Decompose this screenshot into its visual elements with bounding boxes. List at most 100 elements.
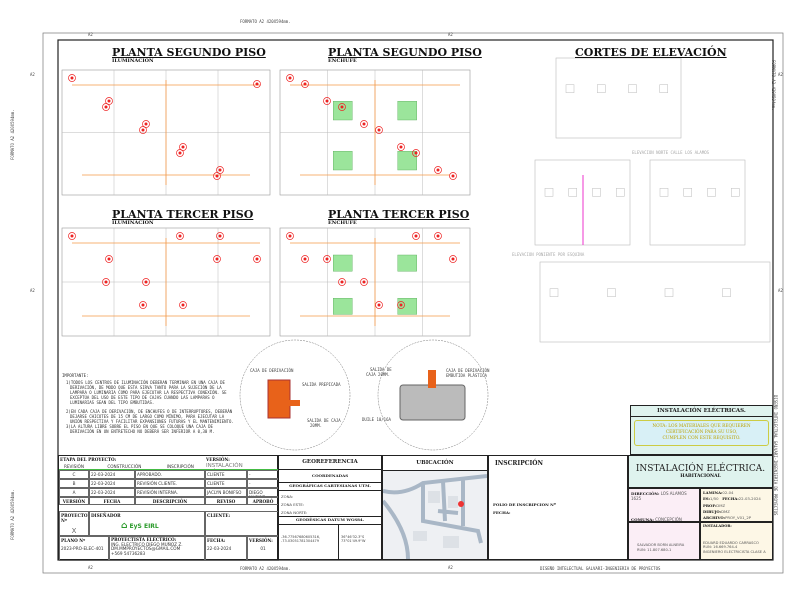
circuit-wiring xyxy=(72,80,260,185)
elevation-side-label: ELEVACION PONIENTE POR ESQUINA xyxy=(512,252,585,257)
elevations-title: CORTES DE ELEVACIÓN xyxy=(575,46,727,59)
top-format-label: FORMATO A2 420X594mm. xyxy=(240,19,291,24)
light-symbol-icon xyxy=(176,232,184,240)
light-symbol-icon xyxy=(216,166,224,174)
plan-number-label: PLANO Nº xyxy=(61,538,86,543)
socket-symbol-icon xyxy=(360,278,368,286)
symbol-dot xyxy=(362,122,366,126)
detail-label: CAJA DE DERIVACIÓN xyxy=(446,368,490,373)
plan-3-light-subtitle: ILUMINACION xyxy=(112,220,154,226)
note-line: 1)TODOS LOS CENTROS DE ILUMINACIÓN DEBER… xyxy=(66,380,225,385)
revision-header: VERSIÓN xyxy=(59,497,89,505)
plan-3-socket-title: PLANTA TERCER PISO xyxy=(328,208,470,221)
detail-label: CAJA 20MM. xyxy=(366,372,391,377)
datum-label: GEODÉSICAS DATUM WGS84. xyxy=(279,517,381,525)
revision-header: FECHA xyxy=(89,497,135,505)
bathroom-area xyxy=(397,151,417,171)
decimal-coords: -36.77567680605316,-73.03051781304479 xyxy=(279,525,339,559)
sheet-info-panel: LAMINA:02-04 ES:1/50 FECHA:22-03-2024 PR… xyxy=(700,488,773,522)
folio-label: FOLIO DE INSCRIPCION Nº xyxy=(493,502,556,507)
symbol-dot xyxy=(178,234,182,238)
commune-value: CONCEPCIÓN xyxy=(655,517,682,522)
light-symbol-icon xyxy=(68,74,76,82)
socket-symbol-icon xyxy=(375,126,383,134)
designer-label: DISEÑADOR xyxy=(91,513,121,518)
note-line: LAMPARA O LUMINARIA COMO PARA EJECUTAR L… xyxy=(70,390,227,395)
version-number: 01 xyxy=(260,546,266,551)
socket-symbol-icon xyxy=(434,166,442,174)
title-panel: INSTALACIÓN ELÉCTRICA. HABITACIONAL xyxy=(628,455,773,488)
left-format-label: FORMATO A2 420X594mm. xyxy=(10,109,15,160)
symbol-dot xyxy=(451,174,455,178)
company-logo: ⌂ EyS EIRL xyxy=(121,521,159,531)
symbol-dot xyxy=(399,303,403,307)
socket-symbol-icon xyxy=(360,120,368,128)
socket-symbol-icon xyxy=(286,232,294,240)
symbol-dot xyxy=(377,128,381,132)
bathroom-area xyxy=(397,101,417,121)
socket-symbol-icon xyxy=(323,255,331,263)
light-symbol-icon xyxy=(213,255,221,263)
symbol-dot xyxy=(340,280,344,284)
revision-cell: DIEGO MUÑOZ xyxy=(247,488,279,497)
window xyxy=(731,188,740,197)
stage-revision[interactable]: REVISIÓN xyxy=(64,464,84,469)
version-value: INSTALACIÓN ELÉCTRICAS xyxy=(205,462,279,470)
coords-label: COORDENADAS xyxy=(279,470,381,483)
symbol-dot xyxy=(340,105,344,109)
window xyxy=(659,188,669,197)
drawing-subtitle: HABITACIONAL xyxy=(680,474,721,479)
window xyxy=(616,188,625,197)
georeference-block: GEOREFERENCIA COORDENADAS GEOGRÁFICAS CA… xyxy=(278,455,382,560)
socket-symbol-icon xyxy=(338,278,346,286)
plan-2-socket-title: PLANTA SEGUNDO PISO xyxy=(328,46,482,59)
socket-symbol-icon xyxy=(434,232,442,240)
symbol-dot xyxy=(107,257,111,261)
stage-construction[interactable]: CONSTRUCCIÓN xyxy=(107,464,142,469)
note-line: DERIVACIÓN EN UN ENTRETECHO NO DEBERÁ SE… xyxy=(70,429,215,434)
symbol-dot xyxy=(414,151,418,155)
light-symbol-icon xyxy=(139,126,147,134)
stage-inscription[interactable]: INSCRIPCIÓN xyxy=(166,464,194,469)
materials-note-header: INSTALACIÓN ELÉCTRICAS. xyxy=(631,406,772,417)
socket-symbol-icon xyxy=(449,172,457,180)
marker-a2: A2 xyxy=(448,32,453,37)
notes-heading: IMPORTANTE: xyxy=(62,373,89,378)
detail-label: SALIDA DE CAJA xyxy=(307,418,341,423)
window xyxy=(592,188,601,197)
utm-fields: ZONA:ZONA ESTE:ZONA NORTE: xyxy=(279,491,381,517)
important-notes: IMPORTANTE: 1)TODOS LOS CENTROS DE ILUMI… xyxy=(62,373,234,434)
materials-note-panel: INSTALACIÓN ELÉCTRICAS. NOTA: LOS MATERI… xyxy=(630,405,773,455)
location-block: UBICACIÓN xyxy=(382,455,488,560)
elevation-north-drawing xyxy=(555,57,682,139)
symbol-dot xyxy=(325,99,329,103)
window xyxy=(664,288,674,297)
projector-label: PROYECTOR Nº xyxy=(61,513,89,523)
revision-cell: 22-03-2024 xyxy=(89,488,135,497)
window xyxy=(722,288,731,297)
symbol-dot xyxy=(255,257,259,261)
revision-cell: C xyxy=(59,470,89,479)
version-label: VERSIÓN: xyxy=(249,538,273,543)
window xyxy=(628,84,637,93)
light-symbol-icon xyxy=(142,120,150,128)
marker-a2: A2 xyxy=(778,72,783,77)
right-format-label: FORMATO A2 420X594mm. xyxy=(771,60,776,111)
marker-a2: A2 xyxy=(448,565,453,570)
bathroom-area xyxy=(333,298,353,315)
utm-label: GEOGRÁFICAS CARTESIANAS UTM. xyxy=(279,483,381,491)
symbol-dot xyxy=(303,257,307,261)
plan-2-socket-subtitle: ENCHUFE xyxy=(328,58,357,64)
note-line: UNIÓN RESPECTIVA Y FACILITAR EXPANSIONES… xyxy=(70,419,234,424)
location-map[interactable] xyxy=(383,471,487,559)
light-symbol-icon xyxy=(176,149,184,157)
light-symbol-icon xyxy=(102,278,110,286)
date-label: FECHA: xyxy=(207,538,226,543)
socket-symbol-icon xyxy=(338,103,346,111)
revision-cell: 22-03-2024 xyxy=(89,479,135,488)
marker-a2: A2 xyxy=(30,288,35,293)
window xyxy=(565,84,575,93)
socket-symbol-icon xyxy=(397,143,405,151)
